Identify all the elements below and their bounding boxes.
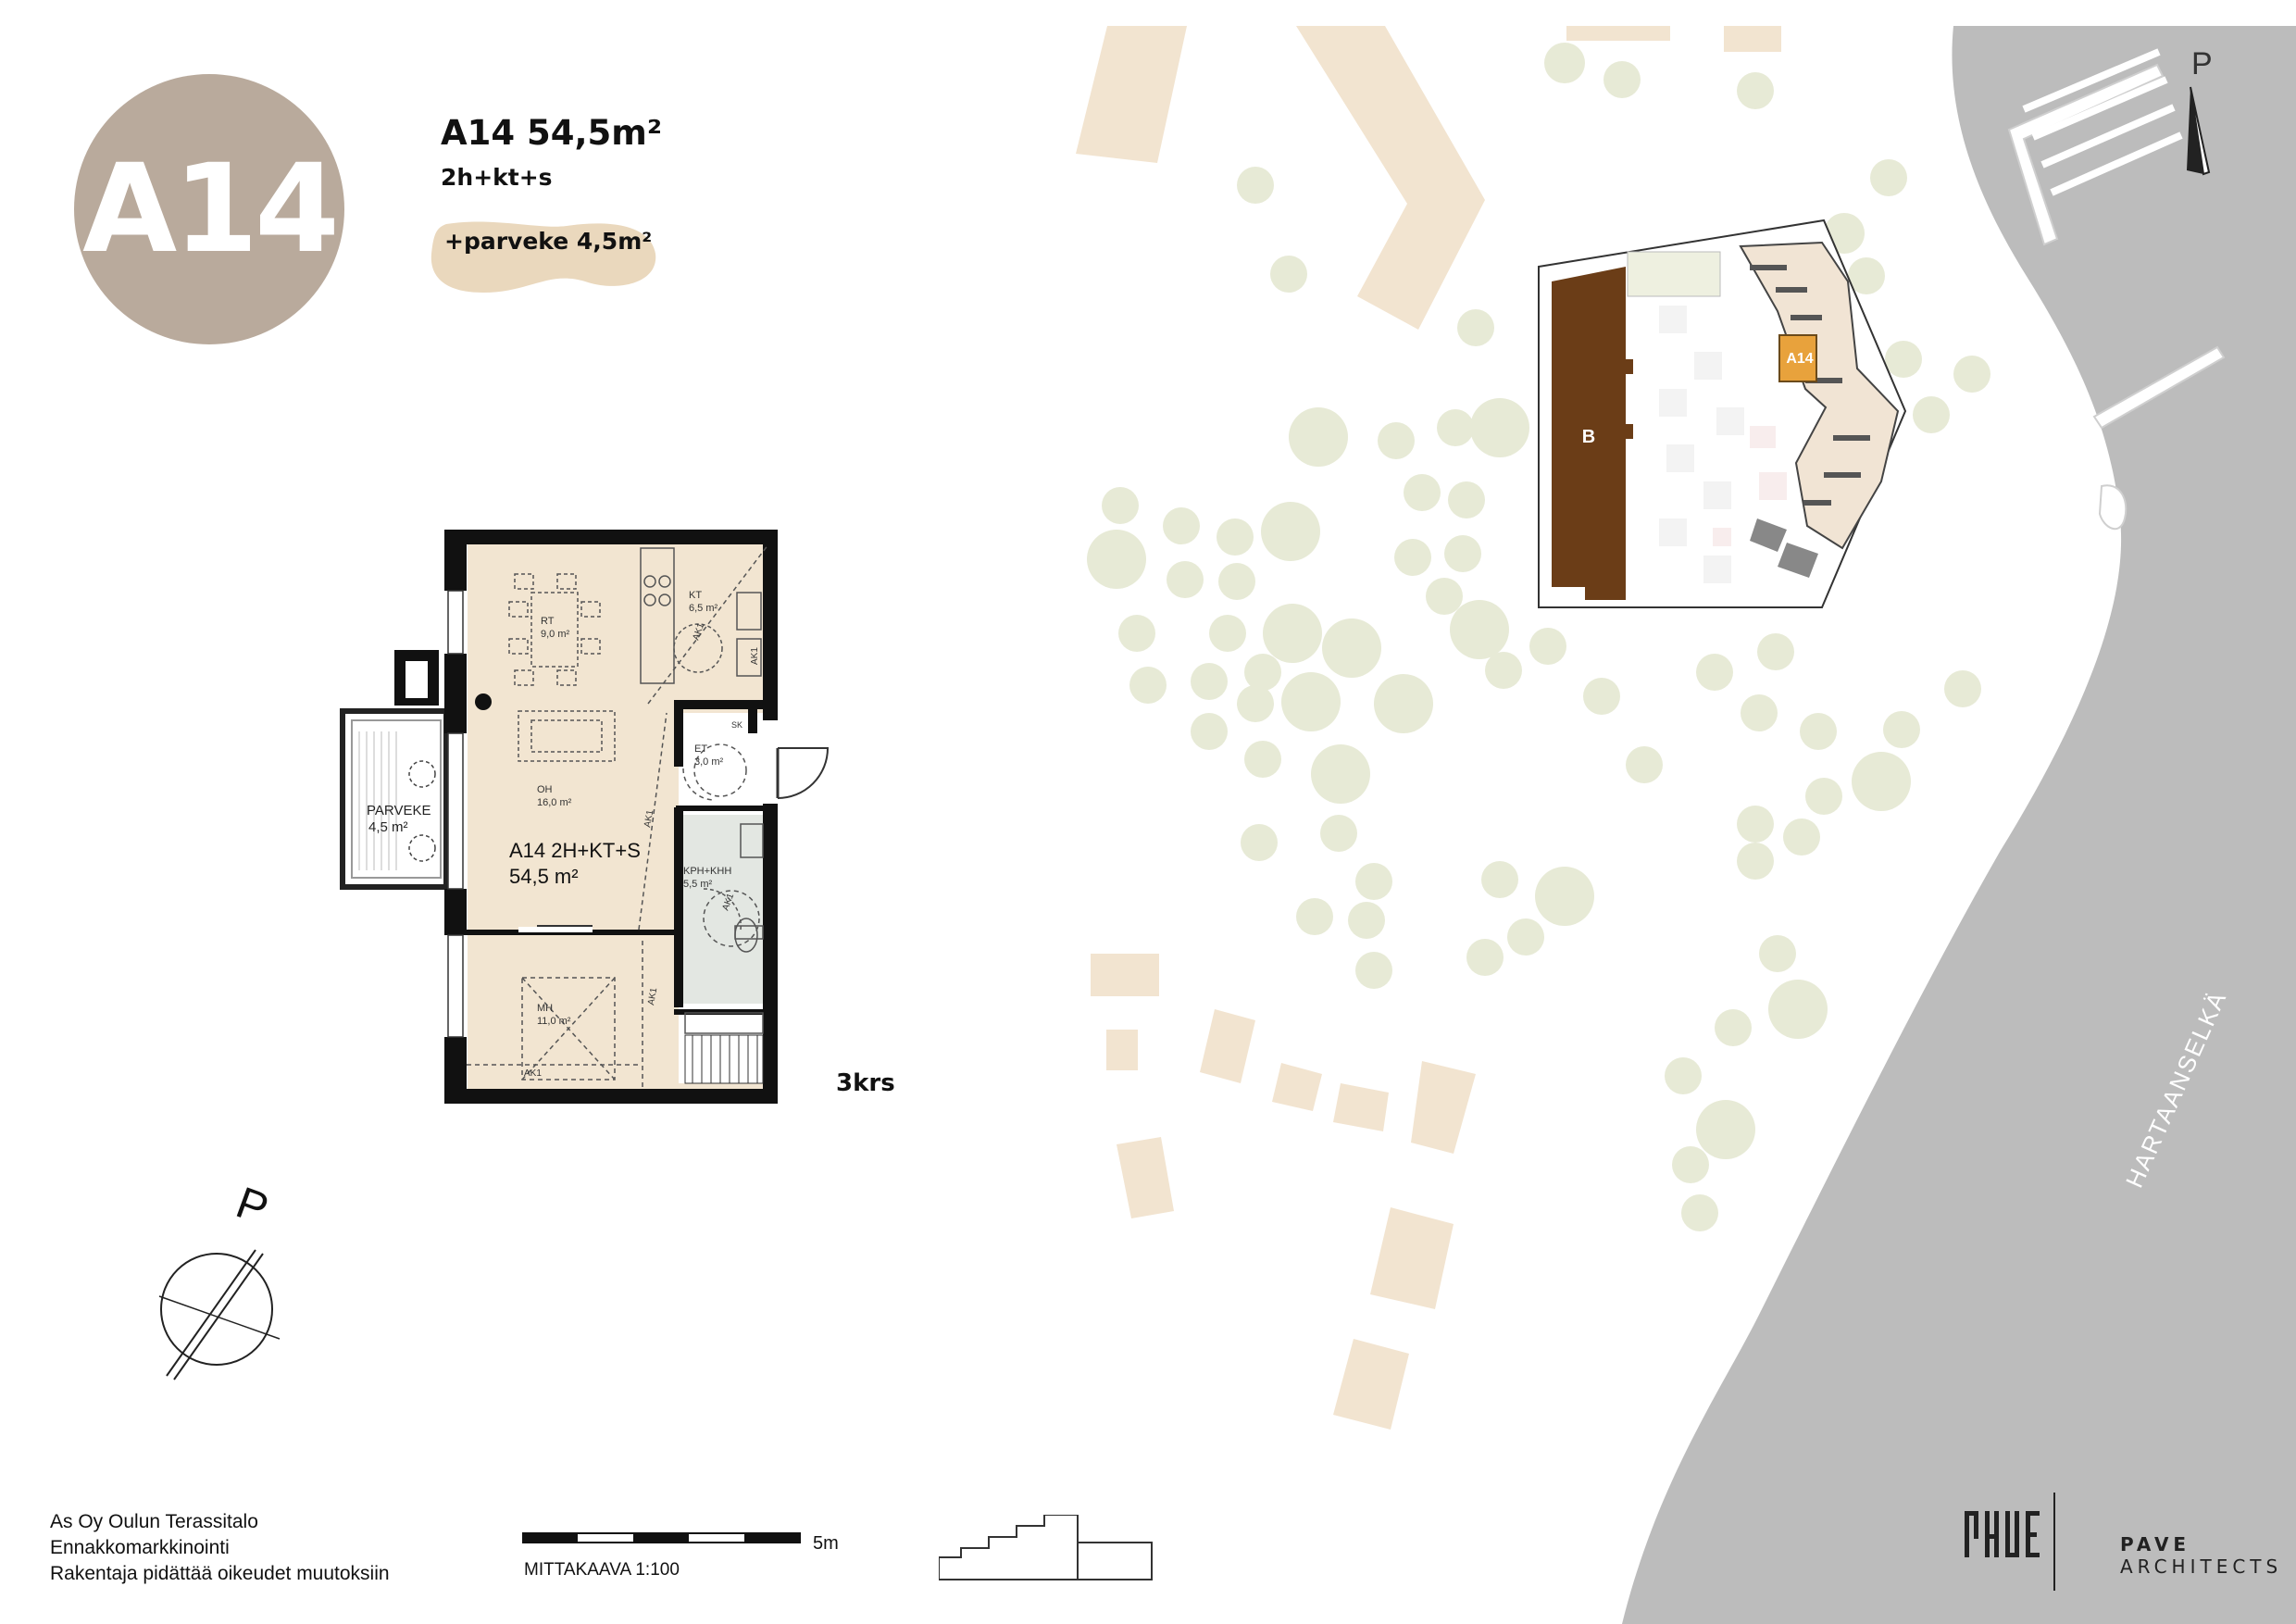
room-parveke-name: PARVEKE <box>367 803 430 818</box>
footer-company: As Oy Oulun Terassitalo <box>50 1511 258 1532</box>
balcony <box>340 650 449 890</box>
neighbour-buildings <box>1076 26 1781 1430</box>
column-dot <box>475 693 492 710</box>
section-icon <box>939 1515 1153 1580</box>
bed <box>467 977 639 1081</box>
room-oh-name: OH <box>537 784 553 795</box>
kitchen <box>640 543 769 705</box>
room-oh-area: 16,0 m² <box>537 797 572 808</box>
bathroom-floor <box>679 815 767 1004</box>
scale-label: MITTAKAAVA 1:100 <box>524 1560 680 1580</box>
room-parveke-area: 4,5 m² <box>368 819 408 835</box>
walls <box>444 530 778 1104</box>
room-mh-area: 11,0 m² <box>537 1016 571 1027</box>
balcony-pill <box>430 221 656 293</box>
entry-circulation <box>638 712 760 1089</box>
scale-bar <box>522 1532 801 1543</box>
logo-name: PAVE <box>2120 1533 2191 1555</box>
room-mh-name: MH <box>537 1003 553 1014</box>
sauna <box>684 1034 764 1084</box>
floor-label: 3krs <box>836 1069 895 1097</box>
room-kph-name: KPH+KHH <box>683 866 731 877</box>
site-a14-label: A14 <box>1786 351 1813 367</box>
unit-area: 54,5 m² <box>509 865 579 888</box>
room-kph-area: 5,5 m² <box>683 879 713 890</box>
wardrobe-label-4: AK1 <box>646 987 659 1006</box>
north-arrow <box>2187 86 2211 176</box>
site-building-b-label: B <box>1582 427 1595 447</box>
footer-disclaimer: Rakentaja pidättää oikeudet muutoksiin <box>50 1563 390 1584</box>
room-rt-name: RT <box>541 616 555 627</box>
sliding-door <box>518 925 593 932</box>
windows <box>447 590 464 1038</box>
room-et-name: ET <box>694 743 707 755</box>
entrance-door <box>776 747 830 799</box>
compass-north-label: P <box>230 1179 274 1235</box>
trees <box>1087 43 1990 1231</box>
pier <box>2007 48 2226 531</box>
room-rt-area: 9,0 m² <box>541 629 570 640</box>
balcony-label: +parveke 4,5m² <box>444 228 653 255</box>
room-kt-area: 6,5 m² <box>689 603 718 614</box>
wardrobe-label-6: AK1 <box>750 647 760 665</box>
site-plot: A14 B <box>1538 219 1907 608</box>
apartment-title: A14 54,5m² <box>441 113 663 153</box>
room-et-area: 3,0 m² <box>694 756 724 768</box>
a14-highlight <box>1778 334 1817 382</box>
wardrobe-label-1: AK1 <box>524 1068 542 1079</box>
bathroom-fixtures <box>684 823 764 1034</box>
building-b <box>1552 267 1626 600</box>
pave-logo-mark <box>1965 1493 2055 1591</box>
north-label-top: P <box>2191 46 2213 81</box>
room-kt-name: KT <box>689 590 702 601</box>
footer-status: Ennakkomarkkinointi <box>50 1537 230 1558</box>
terrace-walls <box>1750 265 1870 506</box>
scale-end-label: 5m <box>813 1533 839 1554</box>
sk-label: SK <box>731 720 742 730</box>
sofa <box>518 710 616 762</box>
sea <box>1622 26 2296 1624</box>
terrace-building <box>1739 241 1900 550</box>
logo-subtitle: ARCHITECTS <box>2120 1555 2283 1578</box>
apartment-badge: A14 <box>74 74 344 344</box>
wardrobe-label-3: AK1 <box>643 809 655 829</box>
badge-label: A14 <box>82 138 340 281</box>
dining-table <box>508 573 601 686</box>
unit-label: A14 2H+KT+S <box>509 839 641 862</box>
apartment-type: 2h+kt+s <box>441 164 553 191</box>
compass: P <box>158 1179 281 1380</box>
